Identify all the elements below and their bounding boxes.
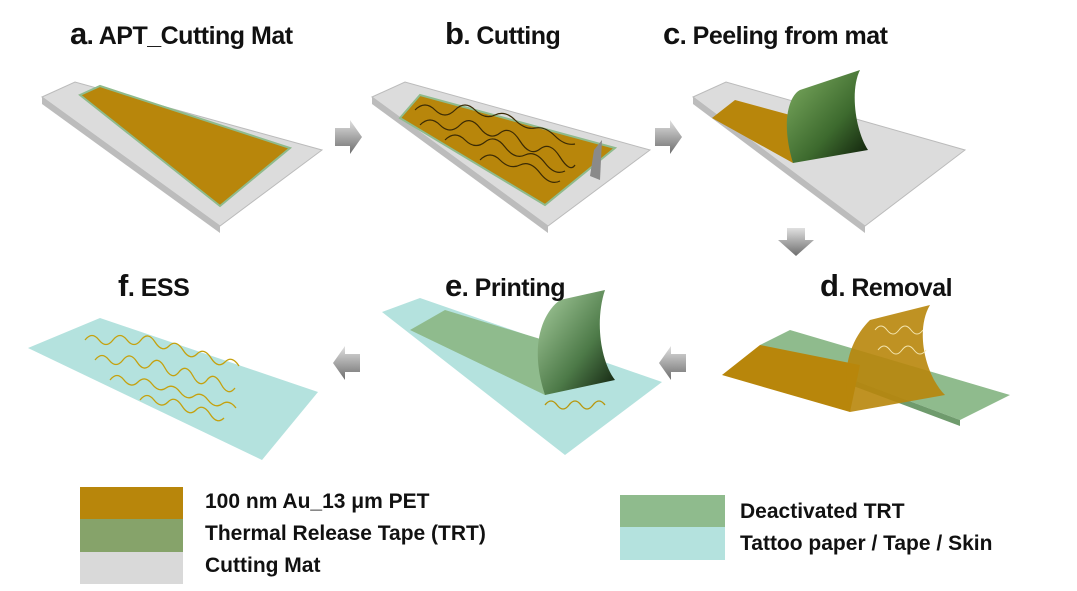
serpentine-pattern (874, 325, 927, 355)
step-letter: c (663, 16, 680, 51)
arrow-right-icon (655, 120, 682, 154)
step-b-title: b. Cutting (445, 16, 561, 52)
step-letter: d (820, 268, 839, 303)
legend-label: Cutting Mat (205, 554, 321, 577)
legend-label: Deactivated TRT (740, 500, 905, 523)
blade-icon (590, 140, 602, 180)
step-a-graphic (41, 81, 324, 233)
arrow-left-icon (333, 346, 360, 380)
step-label: . Printing (461, 274, 566, 302)
step-label: . Cutting (463, 22, 561, 50)
step-e-title: e. Printing (445, 268, 566, 304)
step-label: . Peeling from mat (679, 22, 888, 50)
step-label: . ESS (127, 274, 190, 302)
step-d-graphic (722, 305, 1010, 426)
step-d-title: d. Removal (820, 268, 953, 304)
step-a-title: a. APT_Cutting Mat (70, 16, 293, 52)
arrow-down-icon (778, 228, 814, 256)
step-e-graphic (382, 290, 662, 455)
legend-swatch-tattoo-paper (620, 527, 725, 560)
legend-label: Thermal Release Tape (TRT) (205, 522, 486, 545)
step-label: . Removal (838, 274, 953, 302)
legend-swatch-trt (80, 519, 183, 552)
step-letter: a (70, 16, 87, 51)
step-c-title: c. Peeling from mat (663, 16, 888, 52)
serpentine-pattern (414, 104, 576, 183)
serpentine-pattern (544, 400, 606, 410)
step-f-title: f. ESS (118, 268, 190, 304)
serpentine-pattern (84, 334, 240, 422)
legend-label: 100 nm Au_13 μm PET (205, 490, 430, 513)
arrow-right-icon (335, 120, 362, 154)
arrow-left-icon (659, 346, 686, 380)
legend-swatch-cutting-mat (80, 552, 183, 584)
step-letter: e (445, 268, 462, 303)
step-letter: f (118, 268, 128, 303)
step-c-graphic (692, 70, 967, 233)
legend-swatch-au-pet (80, 487, 183, 519)
step-b-graphic (371, 81, 652, 233)
legend-swatch-deactivated-trt (620, 495, 725, 527)
step-letter: b (445, 16, 464, 51)
legend-label: Tattoo paper / Tape / Skin (740, 532, 993, 555)
step-label: . APT_Cutting Mat (86, 22, 293, 50)
step-f-graphic (28, 318, 318, 460)
